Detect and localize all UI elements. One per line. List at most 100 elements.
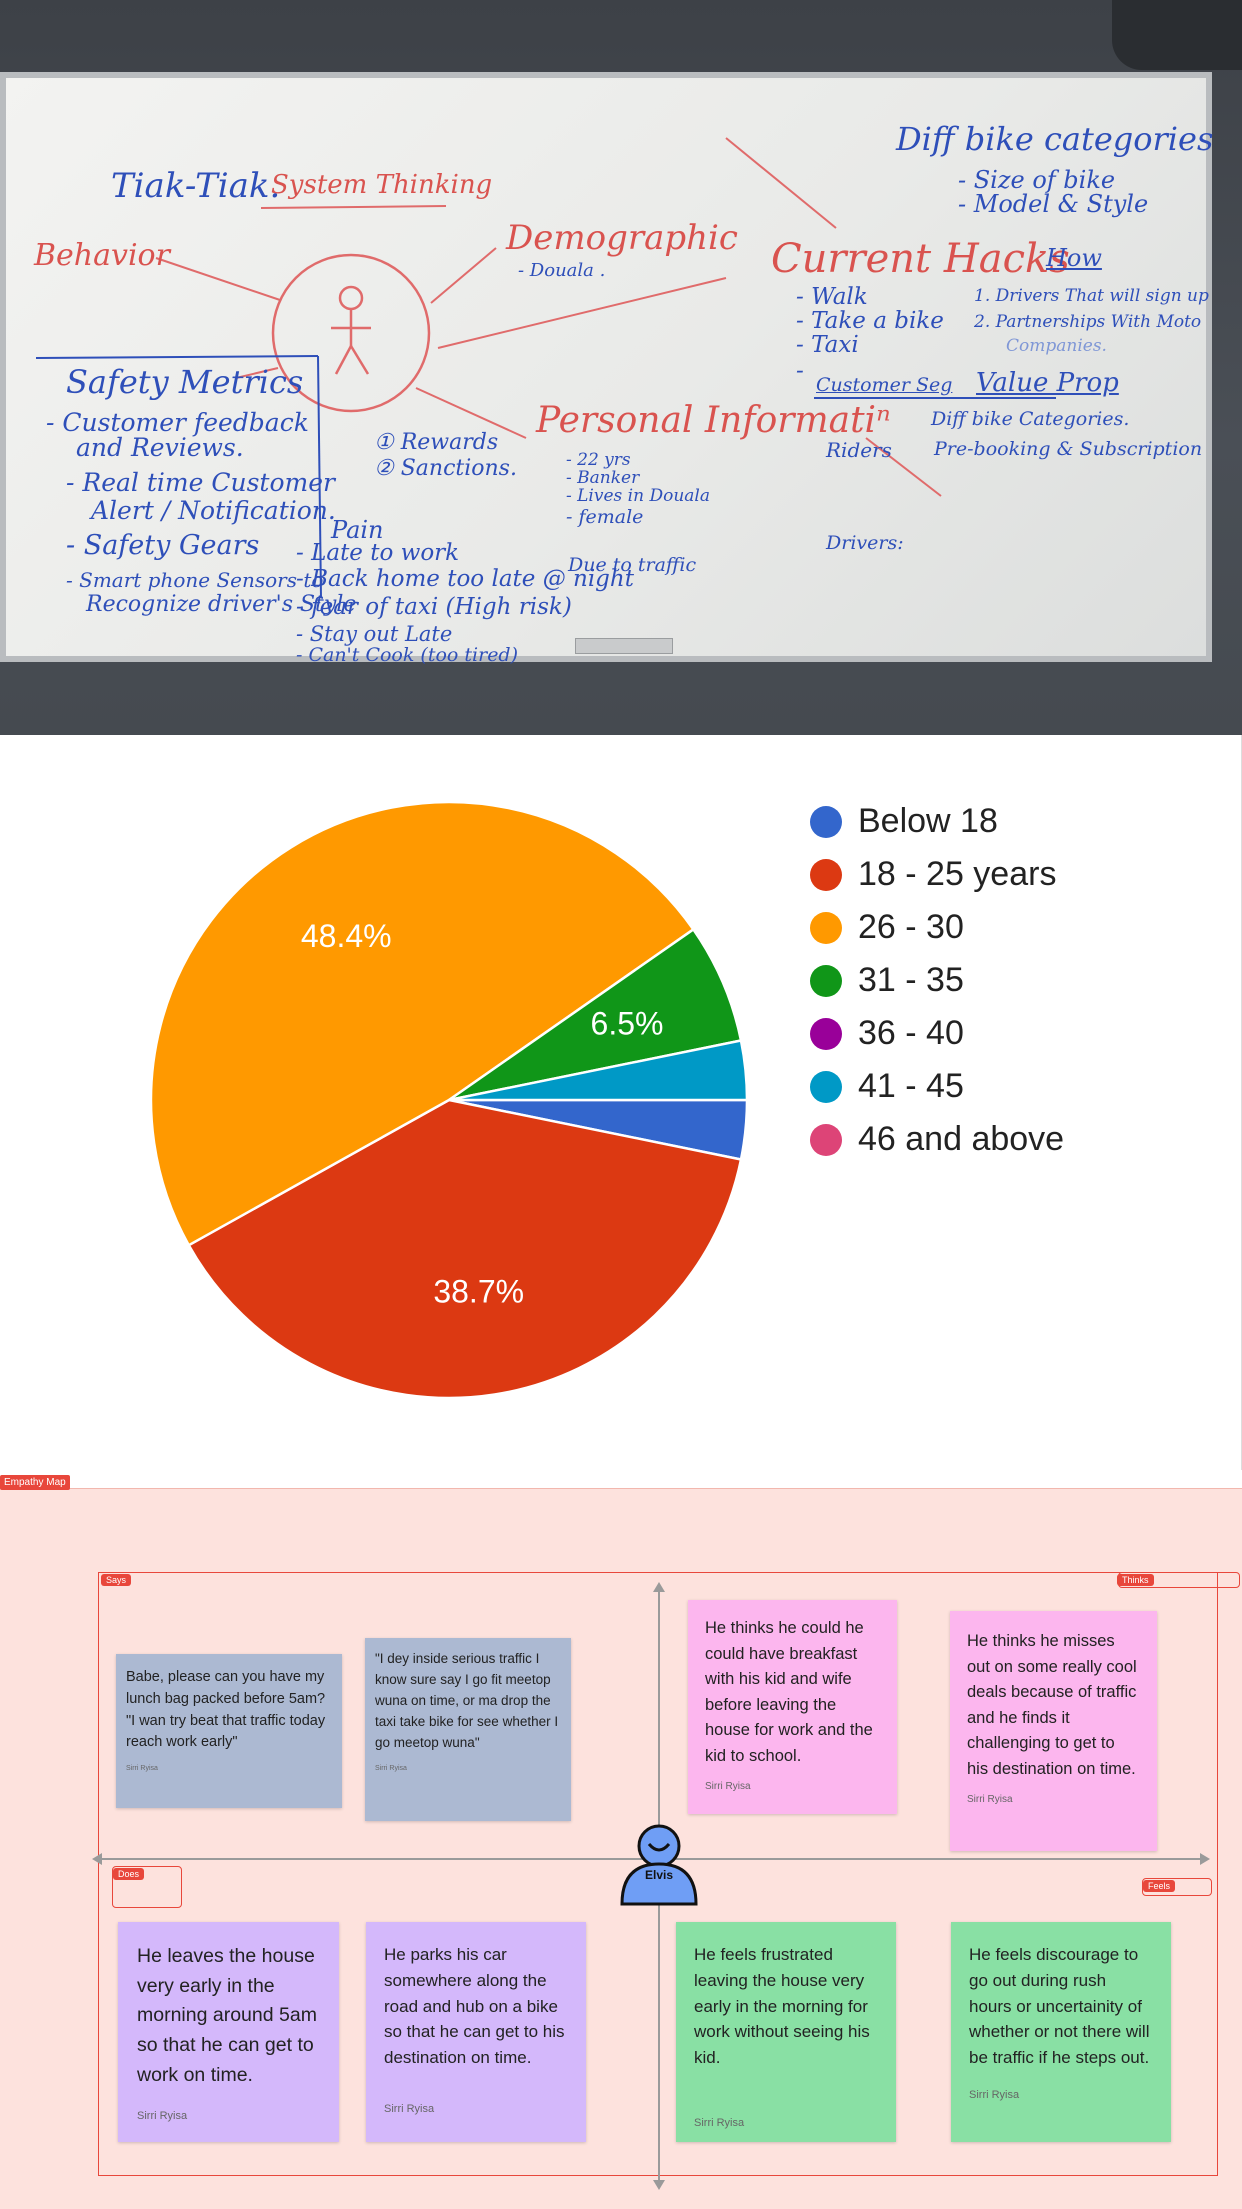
- safety-item: Recognize driver's Style: [86, 592, 357, 617]
- legend-item: 18 - 25 years: [810, 848, 1064, 901]
- pie-data-label: 38.7%: [433, 1273, 524, 1309]
- person-icon: [620, 1824, 698, 1906]
- board-title: Tiak-Tiak.: [111, 166, 281, 206]
- note-text: He leaves the house very early in the mo…: [137, 1945, 317, 2086]
- says-note[interactable]: "I dey inside serious traffic I know sur…: [365, 1638, 571, 1821]
- pie-data-label: 48.4%: [301, 918, 392, 954]
- note-author: Sirri Ryisa: [694, 2117, 745, 2130]
- thinks-note[interactable]: He thinks he could he could have breakfa…: [688, 1600, 897, 1814]
- pie-slice-31-35: [448, 927, 743, 1102]
- legend-label: Below 18: [858, 802, 998, 840]
- note-author: Sirri Ryisa: [375, 1764, 407, 1772]
- legend-label: 18 - 25 years: [858, 855, 1057, 893]
- legend-item: 31 - 35: [810, 954, 1064, 1007]
- feels-tag[interactable]: Feels: [1143, 1880, 1176, 1892]
- bike-item: - Model & Style: [958, 190, 1149, 218]
- thinks-note[interactable]: He thinks he misses out on some really c…: [950, 1611, 1157, 1851]
- pie-slice-41-45: [448, 1039, 749, 1102]
- note-text: He feels frustrated leaving the house ve…: [694, 1945, 870, 2068]
- safety-item: - Real time Customer: [66, 468, 335, 497]
- legend-swatch: [810, 911, 842, 944]
- legend-item: 41 - 45: [810, 1060, 1064, 1113]
- behavior-label: Behavior: [34, 238, 170, 273]
- axis-arrow-down: [653, 2180, 665, 2190]
- legend-item: 36 - 40: [810, 1007, 1064, 1060]
- note-text: "I dey inside serious traffic I know sur…: [375, 1651, 559, 1750]
- marker-tray: [575, 638, 673, 654]
- bike-categories-heading: Diff bike categories: [896, 120, 1214, 158]
- persona-avatar[interactable]: Elvis: [618, 1820, 700, 1908]
- axis-arrow-up: [653, 1582, 665, 1592]
- personal-item: - Lives in Douala: [566, 486, 710, 506]
- current-hacks-heading: Current Hacks: [771, 236, 1070, 282]
- legend-item: 26 - 30: [810, 901, 1064, 954]
- whiteboard-photo: Tiak-Tiak. System Thinking Behavior Demo…: [0, 0, 1242, 735]
- pain-heading: Pain: [331, 516, 384, 544]
- how-heading: How: [1046, 244, 1102, 272]
- pie-slice-26-30: [149, 800, 696, 1247]
- note-text: He feels discourage to go out during rus…: [969, 1945, 1150, 2068]
- legend-swatch: [810, 805, 842, 838]
- does-tag-box: [112, 1866, 182, 1908]
- says-note[interactable]: Babe, please can you have my lunch bag p…: [116, 1654, 342, 1808]
- pie-slice-18-25-years: [187, 1098, 743, 1400]
- note-text: He parks his car somewhere along the roa…: [384, 1945, 565, 2068]
- whiteboard: Tiak-Tiak. System Thinking Behavior Demo…: [0, 72, 1214, 666]
- persona-name: Elvis: [644, 1868, 674, 1882]
- feels-note[interactable]: He feels frustrated leaving the house ve…: [676, 1922, 896, 2142]
- drivers-label: Drivers:: [826, 532, 904, 554]
- safety-item: - Smart phone Sensors to: [66, 568, 324, 592]
- safety-metrics-heading: Safety Metrics: [66, 363, 304, 401]
- legend-swatch: [810, 1070, 842, 1103]
- board-subtitle: System Thinking: [271, 170, 493, 200]
- note-author: Sirri Ryisa: [126, 1765, 158, 1772]
- pie-chart: 38.7% 48.4% 6.5% Below 18 18 - 25 years 26 -…: [0, 735, 1242, 1470]
- rewards-item: ① Rewards: [374, 430, 499, 455]
- feels-note[interactable]: He feels discourage to go out during rus…: [951, 1922, 1171, 2142]
- legend-swatch: [810, 1123, 842, 1156]
- hack-item: - Take a bike: [796, 308, 944, 334]
- how-item: 1. Drivers That will sign up: [974, 286, 1209, 306]
- note-text: Babe, please can you have my lunch bag p…: [126, 1669, 326, 1751]
- chart-legend: Below 18 18 - 25 years 26 - 30 31 - 35 36 - …: [810, 795, 1064, 1166]
- does-tag[interactable]: Does: [113, 1868, 145, 1880]
- hack-item: - Taxi: [796, 332, 859, 358]
- personal-info-heading: Personal Informatiⁿ: [536, 400, 891, 441]
- note-author: Sirri Ryisa: [969, 2089, 1020, 2102]
- riders-item: Pre-booking & Subscription: [934, 438, 1203, 460]
- pie-data-label: 6.5%: [591, 1006, 664, 1042]
- empathy-map-tag[interactable]: Empathy Map: [0, 1475, 70, 1490]
- legend-swatch: [810, 964, 842, 997]
- pain-item: - Late to work: [296, 540, 460, 566]
- note-text: He thinks he misses out on some really c…: [967, 1632, 1137, 1778]
- personal-item: - female: [566, 506, 644, 528]
- personal-item: - Banker: [566, 468, 640, 488]
- feels-tag-box: [1142, 1878, 1212, 1896]
- riders-label: Riders: [826, 438, 892, 462]
- note-author: Sirri Ryisa: [705, 1781, 751, 1793]
- customer-seg-label: Customer Seg: [816, 374, 953, 396]
- how-item: Companies.: [1006, 336, 1107, 356]
- thinks-tag[interactable]: Thinks: [1117, 1574, 1154, 1586]
- demographic-label: Demographic: [506, 218, 738, 258]
- pain-item: - Stay out Late: [296, 622, 453, 646]
- says-tag[interactable]: Says: [101, 1574, 132, 1586]
- hack-item: - Walk: [796, 284, 868, 310]
- does-note[interactable]: He leaves the house very early in the mo…: [118, 1922, 339, 2142]
- legend-label: 31 - 35: [858, 961, 964, 999]
- value-prop-label: Value Prop: [976, 368, 1119, 398]
- axis-arrow-left: [92, 1853, 102, 1865]
- pain-item: - Back home too late @ night: [296, 566, 634, 592]
- note-author: Sirri Ryisa: [967, 1794, 1013, 1806]
- does-note[interactable]: He parks his car somewhere along the roa…: [366, 1922, 586, 2142]
- empathy-map: Empathy Map Says Thinks Does Feels Babe,…: [0, 1470, 1242, 2209]
- bike-item: - Size of bike: [958, 166, 1116, 194]
- whiteboard-drawings: [35, 137, 1056, 599]
- demographic-note: - Douala .: [518, 260, 606, 281]
- safety-item: and Reviews.: [76, 433, 244, 462]
- safety-item: - Safety Gears: [66, 530, 260, 561]
- legend-swatch: [810, 1017, 842, 1050]
- pain-item: - Can't Cook (too tired): [296, 644, 519, 666]
- personal-item: - 22 yrs: [566, 450, 631, 470]
- note-author: Sirri Ryisa: [137, 2110, 188, 2123]
